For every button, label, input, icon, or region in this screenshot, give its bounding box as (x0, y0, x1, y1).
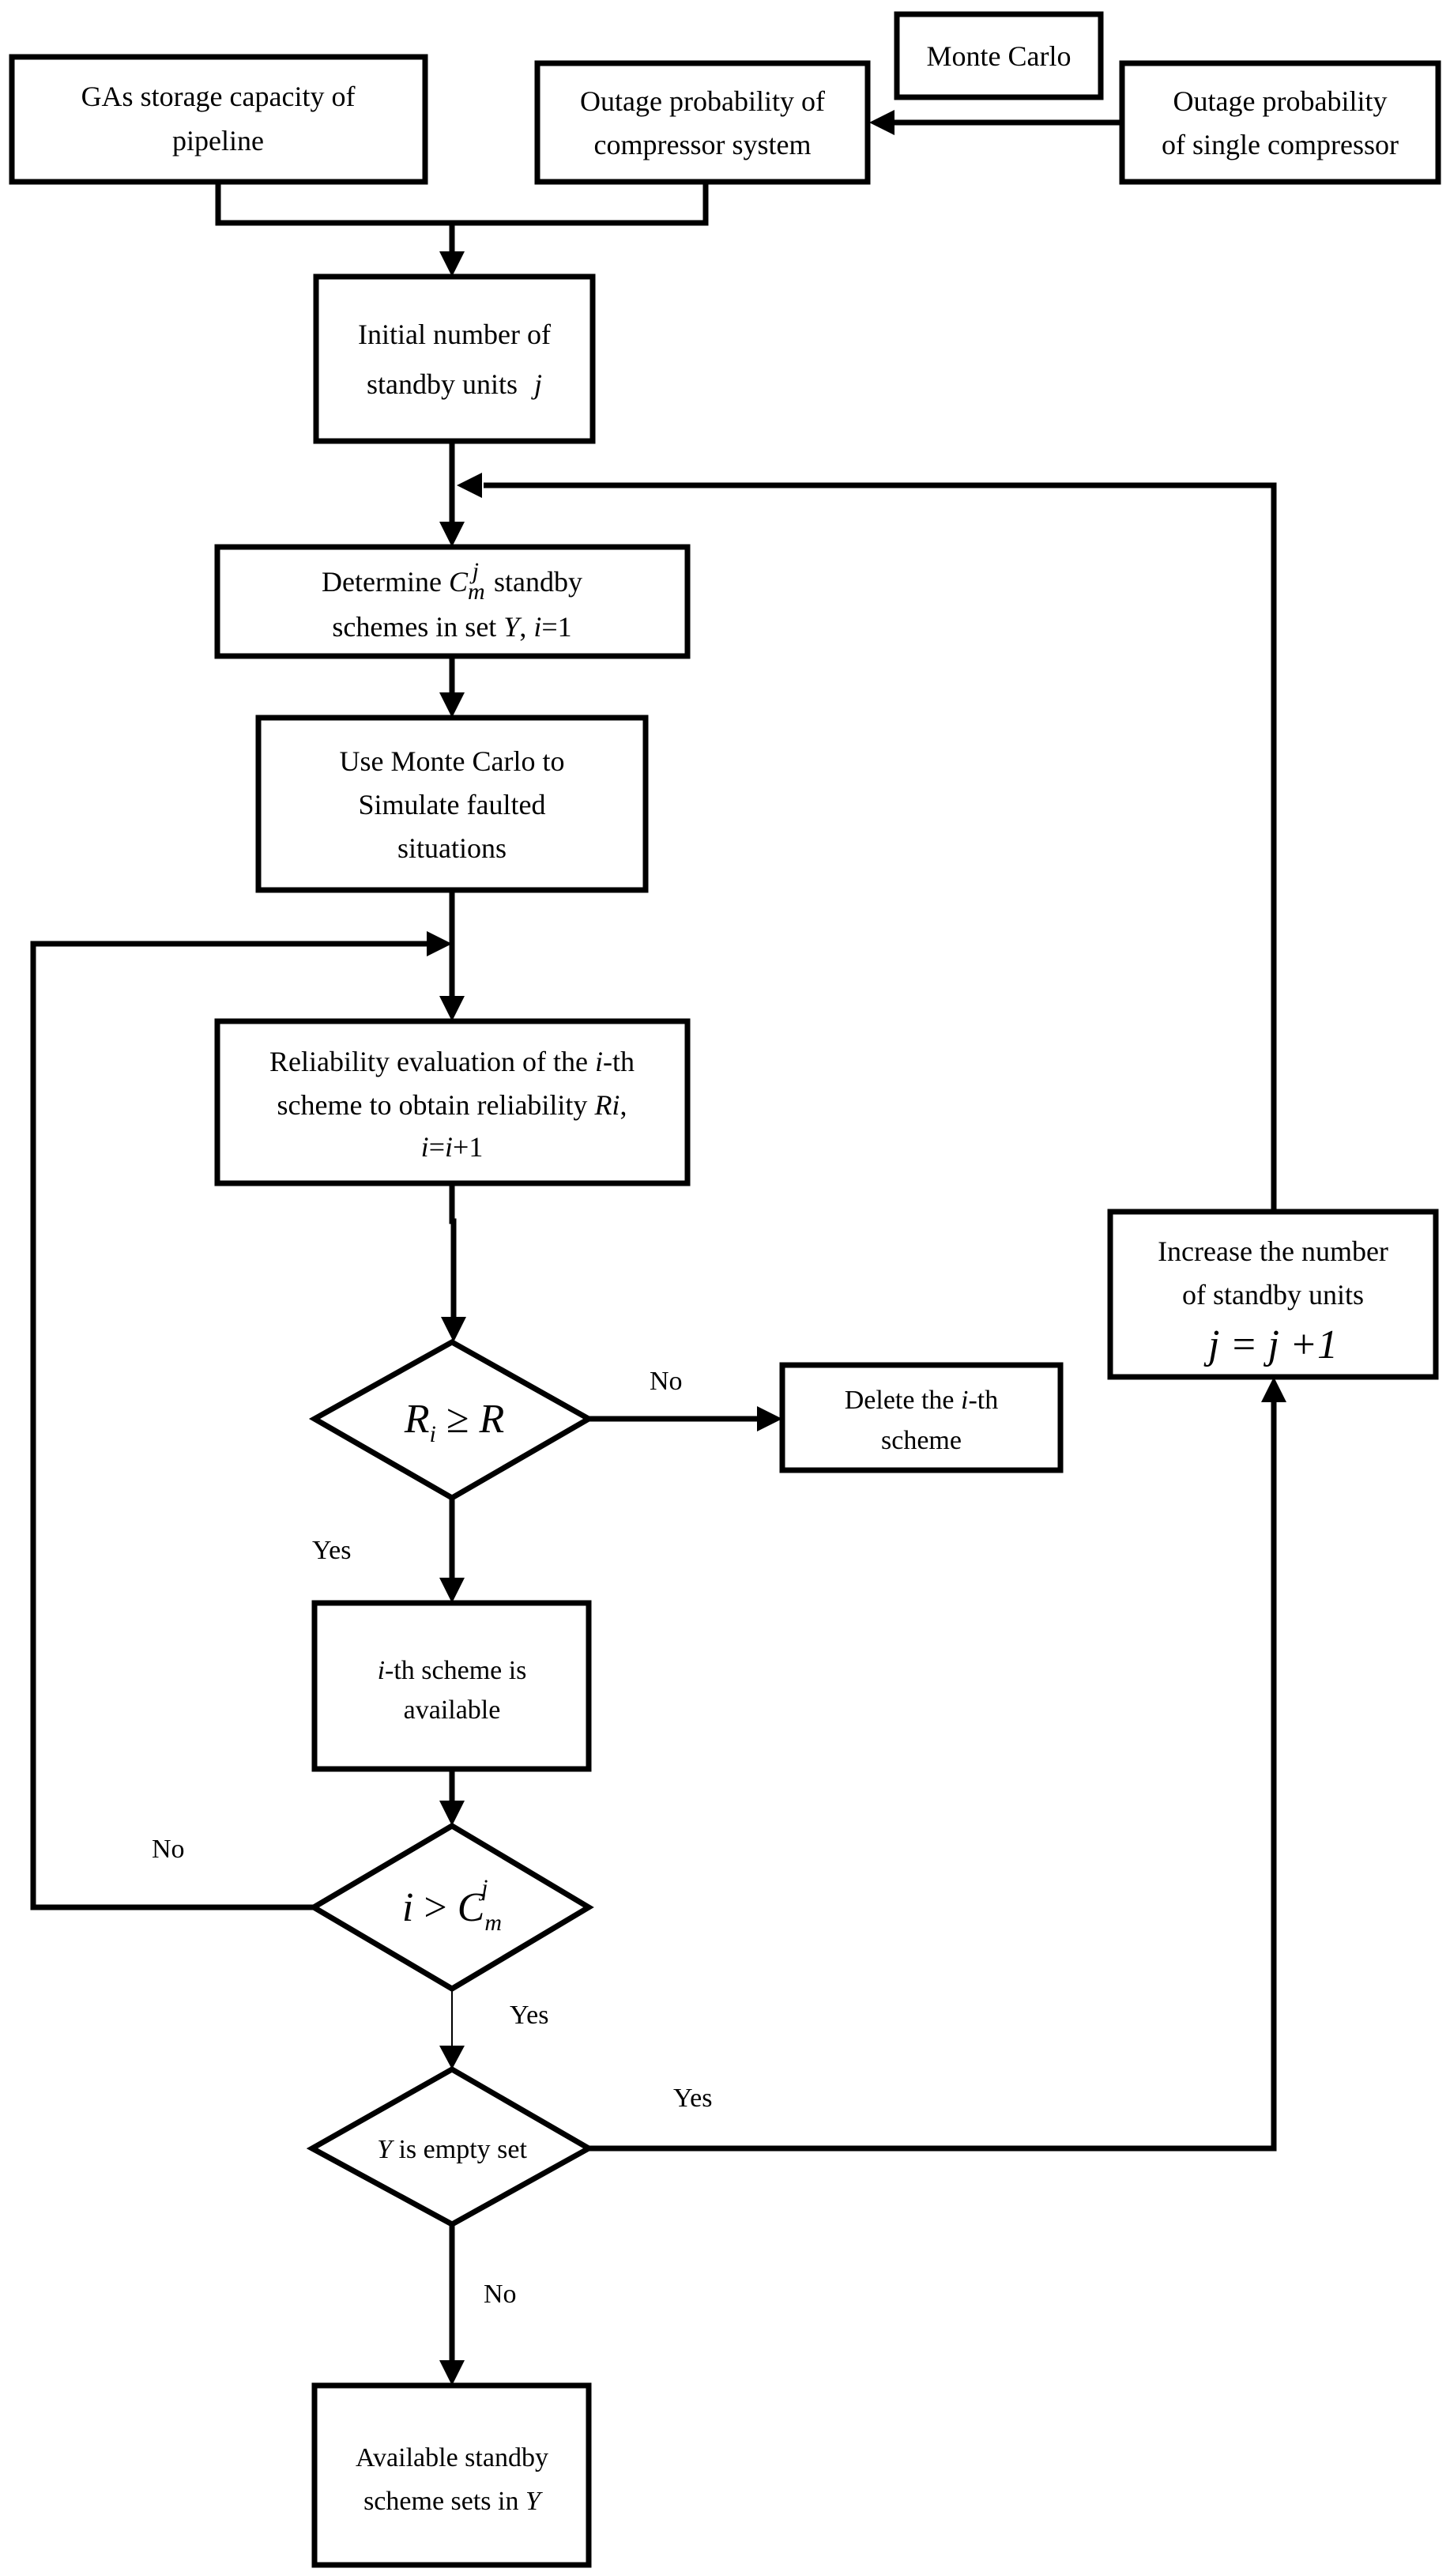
box-use-monte-carlo: Use Monte Carlo to Simulate faulted situ… (255, 715, 649, 893)
reliability-line-3: i=i+1 (421, 1131, 484, 1163)
decision-y-label: Y is empty set (377, 2135, 527, 2164)
arrowhead (441, 1317, 466, 1342)
connector-y-to-increase (589, 1401, 1277, 2152)
decision-i-gt-c: i > Cmj (308, 1822, 594, 1993)
initial-standby-line-2: standby units j (367, 368, 542, 400)
delete-scheme-line-1: Delete the i-th (845, 1386, 999, 1415)
label-no-loop: No (152, 1835, 185, 1864)
label-no-delete: No (650, 1367, 683, 1396)
decision-i-formula: i > Cmj (402, 1875, 502, 1936)
arrowhead (869, 110, 894, 135)
arrowhead (439, 251, 465, 277)
available-scheme-line-2: available (404, 1695, 501, 1725)
gas-storage-line-1: GAs storage capacity of (81, 81, 356, 112)
monte-carlo-top-label: Monte Carlo (927, 40, 1071, 72)
use-monte-carlo-line-3: situations (397, 832, 507, 864)
delete-scheme-line-2: scheme (881, 1426, 962, 1455)
arrowhead (457, 473, 482, 498)
label-yes-y: Yes (673, 2084, 712, 2113)
connector-increase-loop (484, 482, 1277, 1212)
edge-labels: No Yes No Yes Yes No (152, 1367, 712, 2309)
box-gas-storage: GAs storage capacity of pipeline (9, 54, 428, 185)
box-increase: Increase the number of standby units j =… (1107, 1209, 1439, 1380)
use-monte-carlo-line-1: Use Monte Carlo to (340, 745, 565, 777)
increase-line-1: Increase the number (1158, 1235, 1388, 1267)
determine-line-1: Determine Cmj standby (322, 558, 582, 605)
arrowhead (1261, 1377, 1286, 1402)
arrowhead (439, 2046, 465, 2069)
box-determine: Determine Cmj standby schemes in set Y, … (214, 544, 691, 659)
initial-standby-line-1: Initial number of (358, 319, 551, 350)
arrowhead (427, 931, 452, 956)
connector-reliability-to-decision (449, 1183, 457, 1318)
outage-single-line-2: of single compressor (1162, 129, 1399, 160)
label-no-y: No (484, 2280, 517, 2309)
arrowhead (439, 692, 465, 718)
outage-system-line-2: compressor system (594, 129, 812, 160)
gas-storage-line-2: pipeline (172, 125, 264, 157)
decision-y-empty: Y is empty set (306, 2065, 595, 2227)
box-final: Available standby scheme sets in Y (311, 2382, 592, 2568)
reliability-line-1: Reliability evaluation of the i-th (269, 1046, 635, 1077)
outage-system-line-1: Outage probability of (580, 85, 825, 117)
arrowhead (439, 522, 465, 547)
box-outage-system: Outage probability of compressor system (534, 60, 871, 185)
box-monte-carlo-top: Monte Carlo (894, 11, 1104, 100)
box-delete-scheme: Delete the i-th scheme (779, 1362, 1064, 1473)
use-monte-carlo-line-2: Simulate faulted (359, 789, 546, 820)
final-line-1: Available standby (356, 2443, 548, 2472)
arrowhead (439, 1801, 465, 1826)
arrowhead (439, 996, 465, 1021)
connector-gas-to-merge (215, 182, 709, 226)
increase-formula: j = j +1 (1203, 1322, 1338, 1367)
box-outage-single: Outage probability of single compressor (1119, 60, 1441, 185)
determine-line-2: schemes in set Y, i=1 (332, 611, 571, 643)
outage-single-line-1: Outage probability (1173, 85, 1388, 117)
connector-loop-no (30, 941, 427, 1910)
final-line-2: scheme sets in Y (363, 2487, 543, 2516)
reliability-line-2: scheme to obtain reliability Ri, (277, 1089, 627, 1121)
arrowhead (757, 1406, 782, 1431)
box-available-scheme: i-th scheme is available (311, 1600, 592, 1772)
connectors (30, 110, 1286, 2386)
arrowhead (439, 1578, 465, 1603)
decision-ri-formula: Ri ≥ R (404, 1397, 504, 1447)
label-yes-i: Yes (510, 2001, 548, 2030)
arrowhead (439, 2360, 465, 2386)
box-reliability: Reliability evaluation of the i-th schem… (214, 1018, 691, 1186)
increase-line-2: of standby units (1182, 1279, 1364, 1311)
available-scheme-line-1: i-th scheme is (378, 1656, 527, 1685)
box-initial-standby: Initial number of standby units j (313, 273, 596, 444)
decision-ri-ge-r: Ri ≥ R (308, 1338, 595, 1502)
label-yes-ri: Yes (312, 1536, 351, 1565)
